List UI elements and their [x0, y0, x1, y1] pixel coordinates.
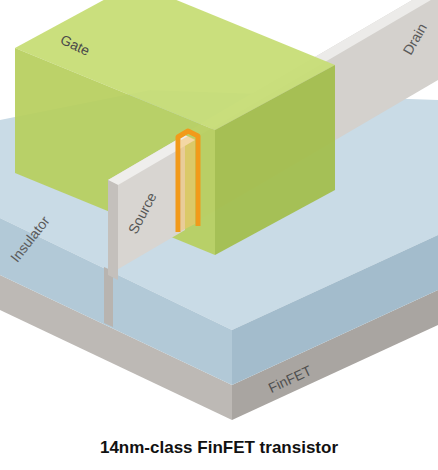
channel-highlight	[178, 131, 198, 232]
channel-fill	[181, 136, 195, 231]
gate-right-face	[215, 65, 335, 255]
caption: 14nm-class FinFET transistor	[100, 438, 338, 457]
caption-holder: 14nm-class FinFET transistor	[0, 438, 438, 458]
fin-source-end	[108, 180, 118, 280]
insulator-right-face	[232, 235, 438, 385]
fin-source-face	[108, 135, 185, 275]
